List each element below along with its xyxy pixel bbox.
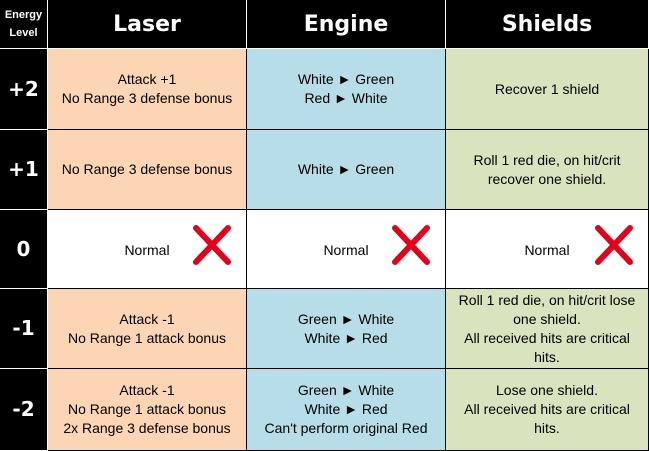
cell-text: Normal (124, 242, 170, 258)
row-level: -1 (0, 289, 48, 369)
laser-cell: No Range 3 defense bonus (48, 130, 247, 210)
cell-text: Green ► White White ► Red Can't perform … (264, 382, 428, 436)
shields-cell: Recover 1 shield (446, 49, 649, 130)
cell-text: Attack -1 No Range 1 attack bonus 2x Ran… (63, 382, 231, 436)
shields-cell: Roll 1 red die, on hit/crit recover one … (446, 130, 649, 210)
cell-text: Recover 1 shield (494, 80, 600, 97)
cell-text: No Range 3 defense bonus (61, 161, 233, 177)
cell-text: Roll 1 red die, on hit/crit lose one shi… (458, 291, 636, 365)
column-header-shields: Shields (446, 0, 649, 49)
row-level: +2 (0, 49, 48, 130)
engine-cell: Green ► White White ► Red (247, 289, 446, 369)
engine-cell: Normal (247, 210, 446, 289)
laser-cell: Attack -1 No Range 1 attack bonus (48, 289, 247, 369)
cell-text: White ► Green Red ► White (297, 71, 395, 106)
shields-cell: Lose one shield. All received hits are c… (446, 369, 649, 451)
x-mark-icon (193, 225, 231, 265)
x-mark-icon (595, 225, 633, 265)
laser-cell: Attack +1 No Range 3 defense bonus (48, 49, 247, 130)
cell-text: Attack -1 No Range 1 attack bonus (68, 310, 226, 346)
shields-cell: Normal (446, 210, 649, 289)
shields-cell: Roll 1 red die, on hit/crit lose one shi… (446, 289, 649, 369)
cell-text: Lose one shield. All received hits are c… (464, 382, 630, 436)
x-mark-icon (392, 225, 430, 265)
row-level: +1 (0, 130, 48, 210)
cell-text: Roll 1 red die, on hit/crit recover one … (473, 151, 621, 187)
column-header-laser: Laser (48, 0, 247, 49)
cell-text: White ► Green (297, 161, 395, 177)
engine-cell: White ► Green (247, 130, 446, 210)
energy-level-header: Energy Level (0, 0, 48, 49)
engine-cell: White ► Green Red ► White (247, 49, 446, 130)
column-header-engine: Engine (247, 0, 446, 49)
engine-cell: Green ► White White ► Red Can't perform … (247, 369, 446, 451)
cell-text: Normal (524, 242, 570, 258)
row-level: 0 (0, 210, 48, 289)
cell-text: Normal (323, 242, 369, 258)
row-level: -2 (0, 369, 48, 451)
cell-text: Green ► White White ► Red (297, 310, 395, 346)
laser-cell: Attack -1 No Range 1 attack bonus 2x Ran… (48, 369, 247, 451)
cell-text: Attack +1 No Range 3 defense bonus (61, 71, 233, 106)
laser-cell: Normal (48, 210, 247, 289)
